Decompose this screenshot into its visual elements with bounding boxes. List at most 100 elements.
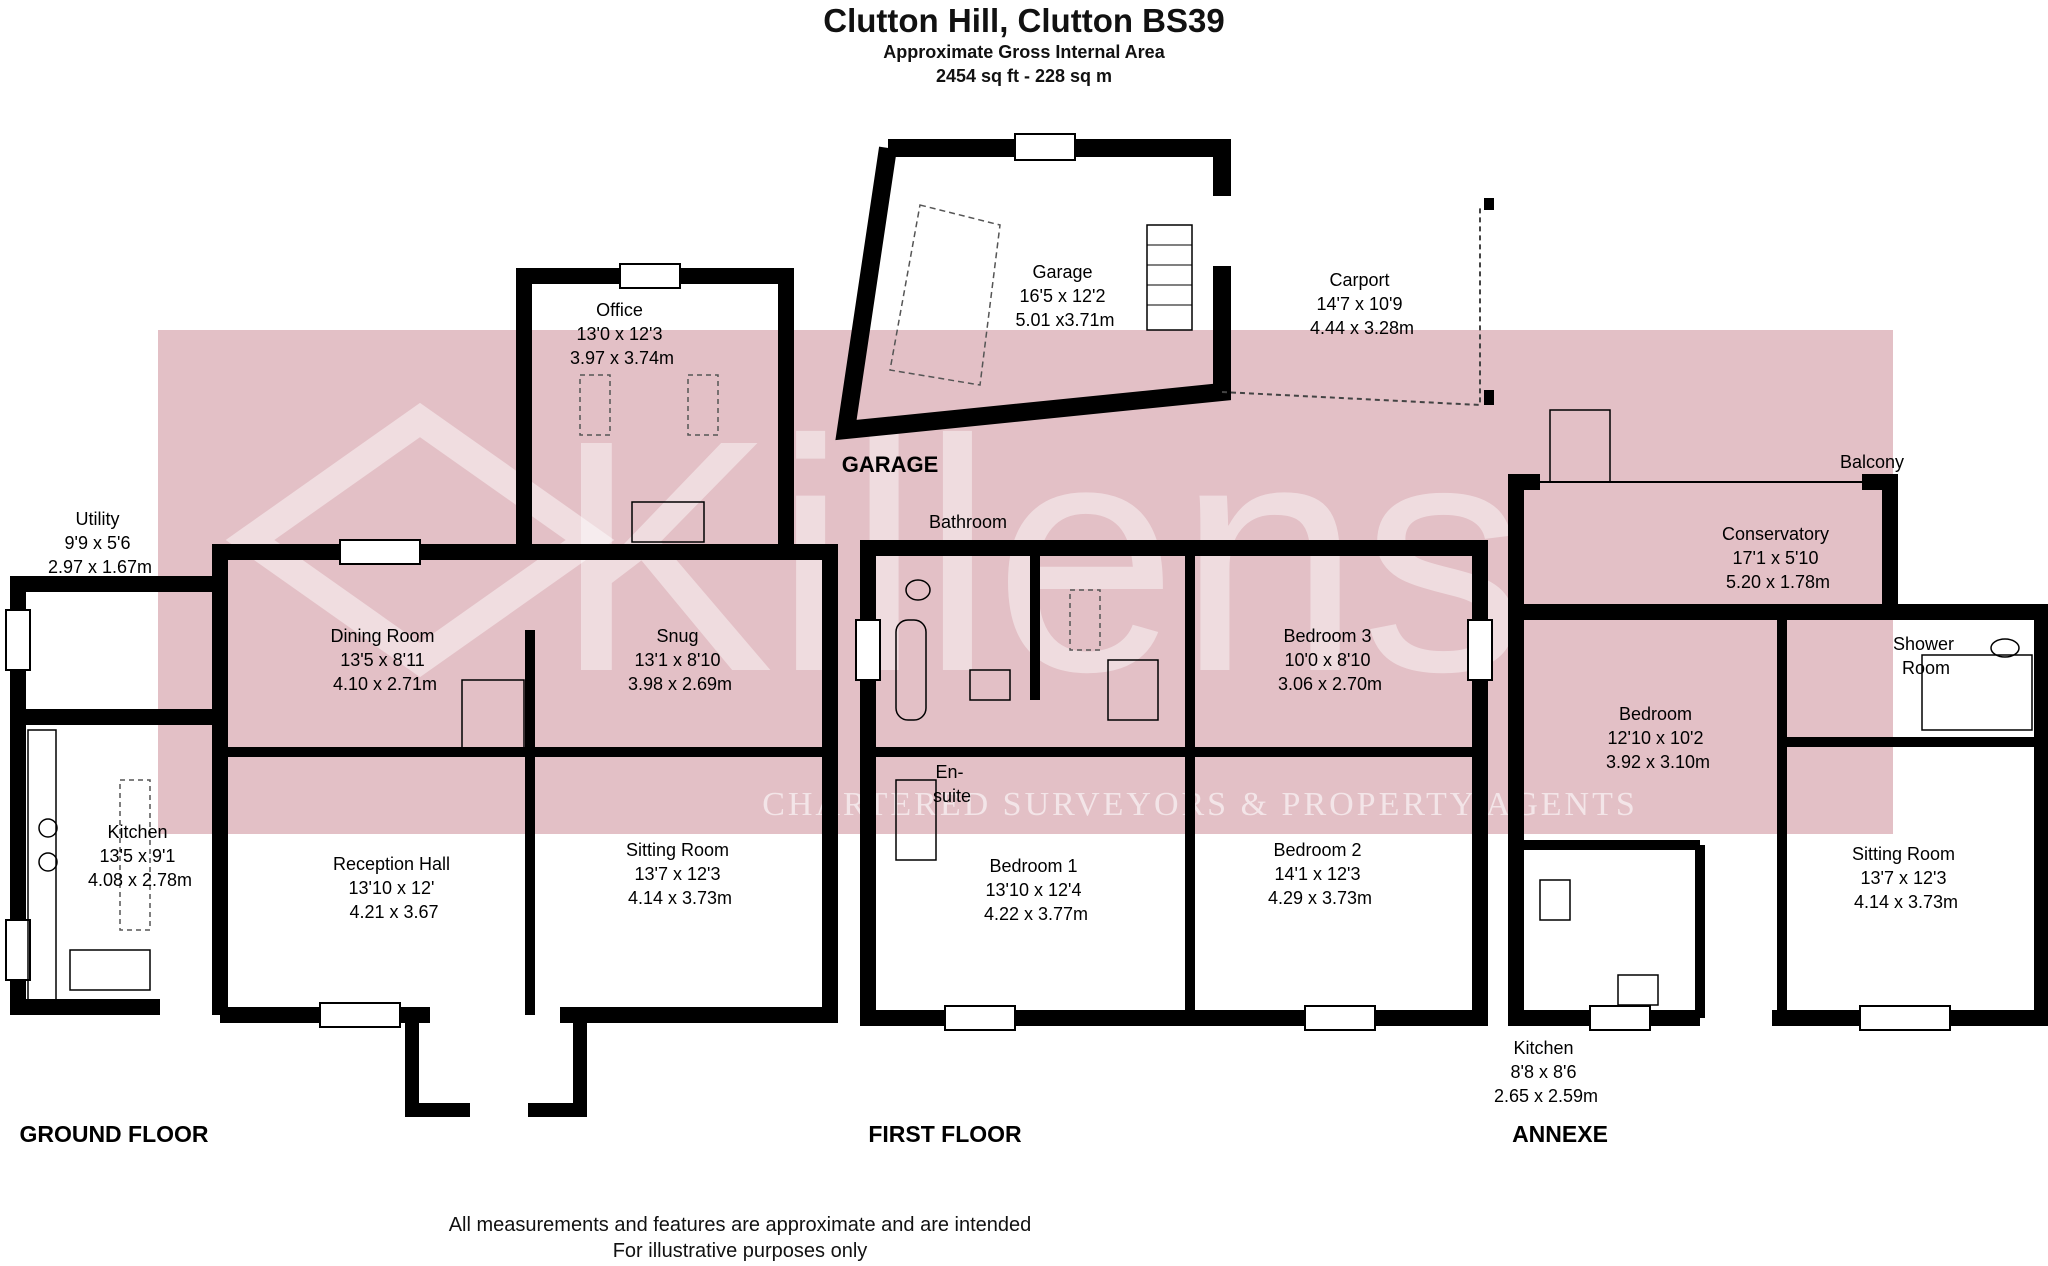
bedroom2-window: [1304, 1005, 1376, 1031]
bath-icon: [895, 619, 927, 721]
svg-text:Reception Hall 13'10 x 12': Reception Hall 13'10 x 12' 4.21 x 3.67: [333, 854, 455, 922]
section-label-first-floor: FIRST FLOOR: [868, 1121, 1022, 1147]
shower-room-toilet-icon: [1990, 638, 2020, 658]
utility-window: [5, 609, 31, 671]
garage-window: [1014, 133, 1076, 161]
svg-text:Bedroom 3 10'0 x 8'10: Bedroom 3 10'0 x 8'10 3.06 x 2.70m: [1278, 626, 1382, 694]
svg-text:Bedroom 12'10 x 10'2 3: Bedroom 12'10 x 10'2 3.92 x 3.10m: [1606, 704, 1710, 772]
kitchen-window: [5, 919, 31, 981]
footer-disclaimer-line1: All measurements and features are approx…: [448, 1214, 1032, 1236]
carport-imperial: 14'7 x 10'9: [1317, 294, 1403, 314]
svg-text:Utility 9'9 x 5'6 2.97: Utility 9'9 x 5'6 2.97 x 1.67m: [48, 509, 152, 577]
ground-floor-inner-walls: [220, 630, 830, 1015]
bathroom-basin-icon: [969, 669, 1011, 701]
annexe-sink-icon: [1617, 974, 1659, 1006]
reception-metric: 4.21 x 3.67: [349, 902, 438, 922]
svg-text:En- suite: En- suite: [933, 762, 971, 806]
shower-room-name-line1: Shower: [1893, 634, 1954, 654]
section-label-ground-floor: GROUND FLOOR: [19, 1121, 208, 1147]
bedroom1-metric: 4.22 x 3.77m: [984, 904, 1088, 924]
kitchen-worktop: [27, 729, 57, 1001]
carport-name: Carport: [1329, 270, 1389, 290]
utility-metric: 2.97 x 1.67m: [48, 557, 152, 577]
svg-text:Shower Room: Shower Room: [1893, 634, 1959, 678]
bedroom2-name: Bedroom 2: [1273, 840, 1361, 860]
watermark-logo: [225, 402, 615, 678]
footer-disclaimer-line2: For illustrative purposes only: [612, 1240, 868, 1262]
ensuite-name-line2: suite: [933, 786, 971, 806]
sitting-ground-name: Sitting Room: [626, 840, 729, 860]
plan-title: Clutton Hill, Clutton BS39: [823, 2, 1225, 39]
conservatory-imperial: 17'1 x 5'10: [1733, 548, 1819, 568]
svg-text:Dining Room 13'5 x 8'11: Dining Room 13'5 x 8'11 4.10 x 2.71m: [330, 626, 439, 694]
svg-text:Garage 16'5 x 12'2 5.0: Garage 16'5 x 12'2 5.01 x3.71m: [1015, 262, 1114, 330]
hob-icon: [38, 818, 58, 838]
garage-imperial: 16'5 x 12'2: [1020, 286, 1106, 306]
conservatory-metric: 5.20 x 1.78m: [1726, 572, 1830, 592]
kitchen-metric: 4.08 x 2.78m: [88, 870, 192, 890]
annexe-hob-icon: [1539, 879, 1571, 921]
utility-imperial: 9'9 x 5'6: [65, 533, 131, 553]
kitchen-name: Kitchen: [107, 822, 167, 842]
bedroom1-imperial: 13'10 x 12'4: [986, 880, 1082, 900]
office-window: [619, 263, 681, 289]
kitchen-imperial: 13'5 x 9'1: [100, 846, 176, 866]
section-label-annexe: ANNEXE: [1512, 1121, 1608, 1147]
svg-text:Sitting Room 13'7 x 12'3: Sitting Room 13'7 x 12'3 4.14 x 3.73m: [1852, 844, 1960, 912]
ensuite-name-line1: En-: [935, 762, 963, 782]
snug-name: Snug: [656, 626, 698, 646]
garage-roof-light: [889, 204, 1001, 386]
utility-name: Utility: [75, 509, 119, 529]
annexe-sitting-imperial: 13'7 x 12'3: [1861, 868, 1947, 888]
dining-imperial: 13'5 x 8'11: [340, 650, 425, 670]
office-metric: 3.97 x 3.74m: [570, 348, 674, 368]
section-label-garage: GARAGE: [842, 452, 939, 477]
bedroom3-metric: 3.06 x 2.70m: [1278, 674, 1382, 694]
annexe-sitting-metric: 4.14 x 3.73m: [1854, 892, 1958, 912]
office-imperial: 13'0 x 12'3: [577, 324, 663, 344]
reception-imperial: 13'10 x 12': [349, 878, 435, 898]
office-name: Office: [596, 300, 643, 320]
watermark-tagline: CHARTERED SURVEYORS & PROPERTY AGENTS: [762, 786, 1638, 823]
carport-metric: 4.44 x 3.28m: [1310, 318, 1414, 338]
annexe-bedroom-name: Bedroom: [1619, 704, 1692, 724]
conservatory-name: Conservatory: [1722, 524, 1829, 544]
annexe-kitchen-imperial: 8'8 x 8'6: [1511, 1062, 1577, 1082]
first-floor-inner-walls: [868, 548, 1480, 1018]
svg-text:Kitchen 13'5 x 9'1 4.0: Kitchen 13'5 x 9'1 4.08 x 2.78m: [88, 822, 192, 890]
annexe-kitchen-window: [1589, 1005, 1651, 1031]
svg-text:Sitting Room 13'7 x 12'3: Sitting Room 13'7 x 12'3 4.14 x 3.73m: [626, 840, 734, 908]
bedroom3-imperial: 10'0 x 8'10: [1285, 650, 1371, 670]
carport-outline: [1221, 205, 1481, 407]
dining-metric: 4.10 x 2.71m: [333, 674, 437, 694]
bathroom-name: Bathroom: [929, 512, 1007, 532]
annexe-sitting-window: [1859, 1005, 1951, 1031]
garage-metric: 5.01 x3.71m: [1015, 310, 1114, 330]
annexe-bedroom-imperial: 12'10 x 10'2: [1608, 728, 1704, 748]
garage-block: [835, 139, 1231, 441]
garage-stairs: [1146, 224, 1193, 331]
svg-text:Bedroom 2 14'1 x 12'3: Bedroom 2 14'1 x 12'3 4.29 x 3.73m: [1268, 840, 1372, 908]
svg-text:Conservatory 17'1 x 5'10: Conservatory 17'1 x 5'10 5.20 x 1.78m: [1722, 524, 1834, 592]
bathroom-toilet-icon: [905, 579, 931, 601]
annexe-sitting-name: Sitting Room: [1852, 844, 1955, 864]
garage-name: Garage: [1032, 262, 1092, 282]
annexe-bedroom-metric: 3.92 x 3.10m: [1606, 752, 1710, 772]
annexe-kitchen-metric: 2.65 x 2.59m: [1494, 1086, 1598, 1106]
snug-imperial: 13'1 x 8'10: [635, 650, 721, 670]
bathroom-window: [855, 619, 881, 681]
shower-tray-icon: [1921, 654, 2033, 731]
sitting-ground-metric: 4.14 x 3.73m: [628, 888, 732, 908]
office-stairs: [631, 501, 705, 543]
dining-name: Dining Room: [330, 626, 434, 646]
first-floor-walls: [860, 540, 1488, 1026]
shower-room-name-line2: Room: [1902, 658, 1950, 678]
ground-stairs: [461, 679, 525, 753]
bedroom3-window: [1467, 619, 1493, 681]
reception-name: Reception Hall: [333, 854, 450, 874]
annexe-kitchen-name: Kitchen: [1513, 1038, 1573, 1058]
svg-text:Carport 14'7 x 10'9 4.: Carport 14'7 x 10'9 4.44 x 3.28m: [1310, 270, 1414, 338]
svg-text:Snug 13'1 x 8'10 3.98: Snug 13'1 x 8'10 3.98 x 2.69m: [628, 626, 732, 694]
porch: [405, 1015, 587, 1117]
